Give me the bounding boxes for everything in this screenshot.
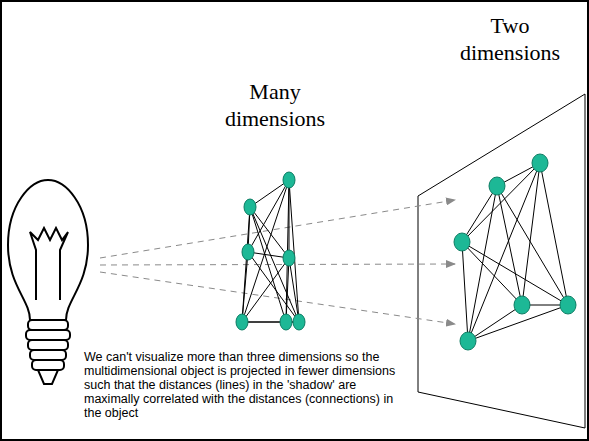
graph-link	[242, 207, 250, 322]
graph-link	[497, 186, 522, 305]
graph-point	[460, 332, 476, 350]
graph-point	[244, 199, 256, 215]
graph-link	[286, 258, 289, 322]
caption-note: We can't visualize more than three dimen…	[84, 350, 402, 420]
heading-label: Two dimensions	[450, 12, 570, 66]
graph-point	[236, 314, 248, 330]
graph-link	[289, 258, 299, 322]
graph-point	[454, 233, 470, 251]
graph-link	[242, 180, 289, 322]
graph-point	[293, 314, 305, 330]
network-graphs	[236, 154, 576, 350]
graph-link	[462, 242, 568, 305]
graph-point	[283, 250, 295, 266]
graph-link	[242, 258, 289, 322]
graph-link	[462, 242, 468, 341]
projection-plane	[418, 94, 585, 428]
graph-point	[242, 244, 254, 260]
graph-link	[462, 242, 522, 305]
graph-link	[250, 207, 289, 258]
graph-point	[532, 154, 548, 172]
graph-link	[540, 163, 568, 305]
graph-link	[468, 305, 522, 341]
graph-point	[560, 296, 576, 314]
heading-label: Many dimensions	[215, 78, 335, 132]
light-bulb	[8, 180, 88, 384]
graph-link	[497, 186, 568, 305]
graph-link	[250, 207, 286, 322]
graph-point	[514, 296, 530, 314]
graph-point	[489, 177, 505, 195]
graph-link	[462, 163, 540, 242]
graph-point	[280, 314, 292, 330]
graph-point	[283, 172, 295, 188]
graph-link	[250, 180, 289, 207]
light-rays	[100, 200, 455, 324]
